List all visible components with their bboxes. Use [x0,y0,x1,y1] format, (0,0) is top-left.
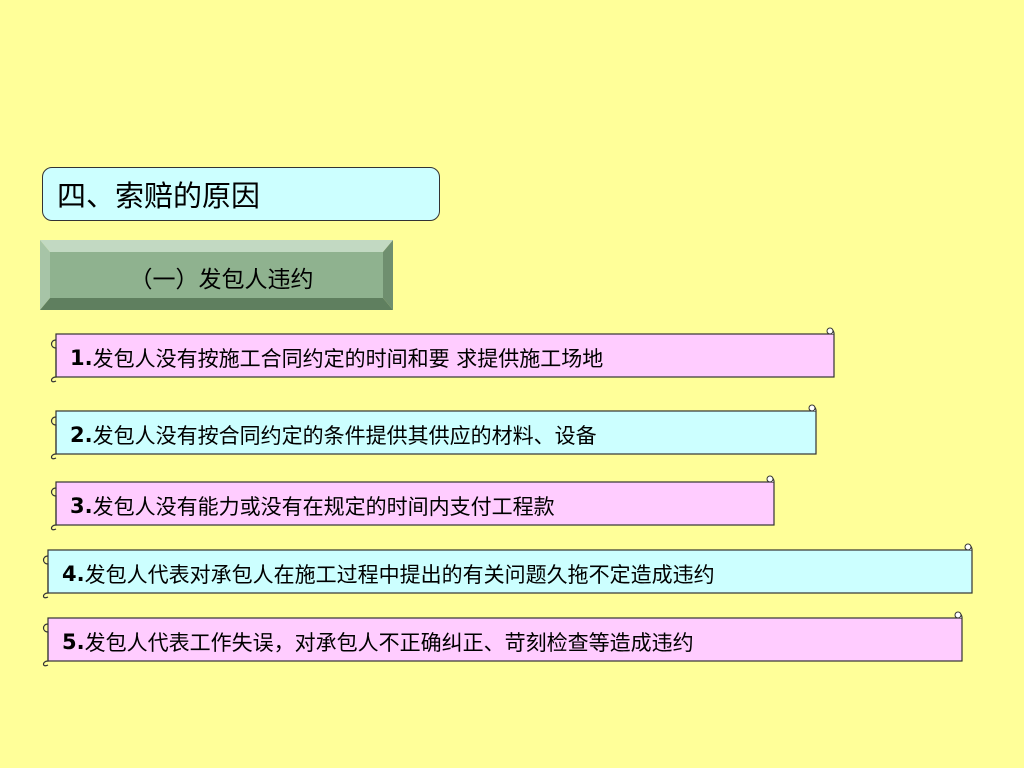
reason-item-5-text: 5.发包人代表工作失误，对承包人不正确纠正、苛刻检查等造成违约 [62,629,694,655]
slide-heading-text: 四、索赔的原因 [57,179,261,213]
slide-heading: 四、索赔的原因 [42,167,440,221]
reason-item-4-text: 4.发包人代表对承包人在施工过程中提出的有关问题久拖不定造成违约 [62,561,715,587]
subheading-text: （一）发包人违约 [129,267,314,293]
reason-item-4: 4.发包人代表对承包人在施工过程中提出的有关问题久拖不定造成违约 [40,542,976,599]
reason-item-2-text: 2.发包人没有按合同约定的条件提供其供应的材料、设备 [70,422,597,448]
reason-item-3: 3.发包人没有能力或没有在规定的时间内支付工程款 [48,474,778,531]
reason-item-3-text: 3.发包人没有能力或没有在规定的时间内支付工程款 [70,493,555,519]
reason-item-2: 2.发包人没有按合同约定的条件提供其供应的材料、设备 [48,403,820,460]
reason-item-5: 5.发包人代表工作失误，对承包人不正确纠正、苛刻检查等造成违约 [40,610,966,667]
subheading-bevel-box: （一）发包人违约 [40,240,393,310]
reason-item-1: 1.发包人没有按施工合同约定的时间和要 求提供施工场地 [48,326,838,383]
reason-item-1-text: 1.发包人没有按施工合同约定的时间和要 求提供施工场地 [70,345,604,371]
